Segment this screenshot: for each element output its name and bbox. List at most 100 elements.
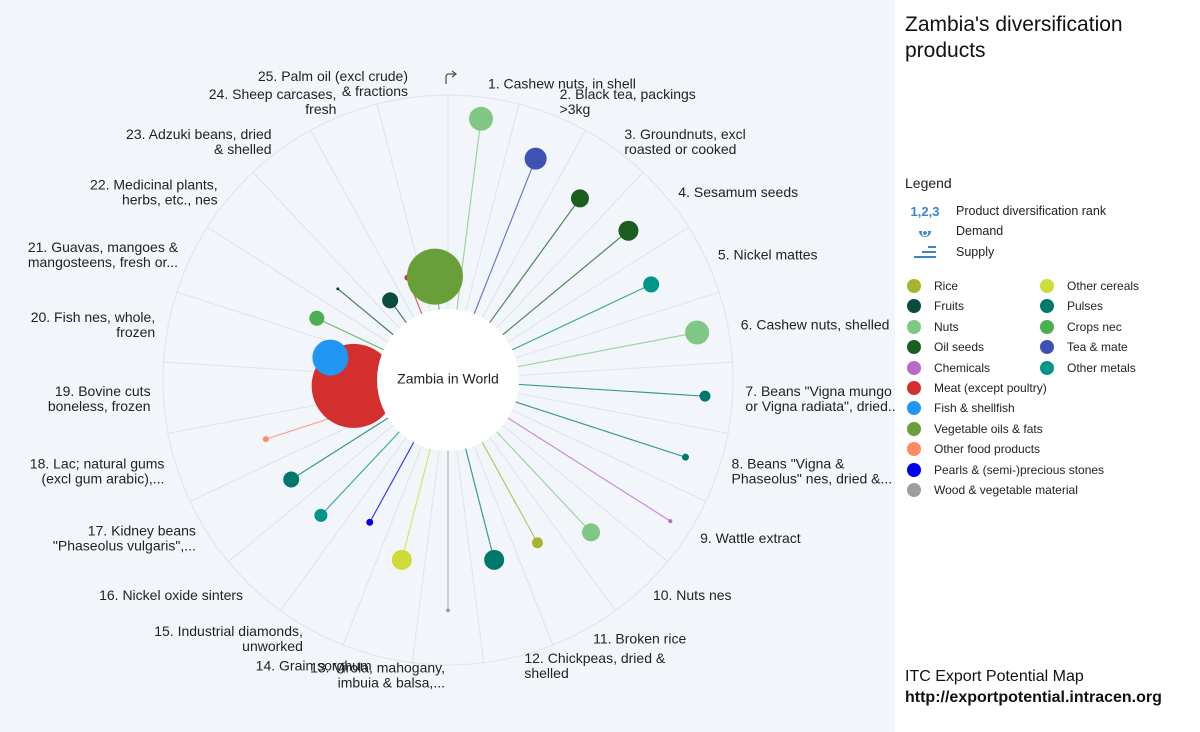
legend-swatch [907, 442, 921, 457]
legend-item: Oil seeds [907, 338, 984, 356]
product-bubble[interactable] [446, 608, 450, 613]
product-spoke [489, 198, 581, 323]
product-label: 6. Cashew nuts, shelled [741, 317, 890, 333]
product-bubble[interactable] [312, 339, 349, 376]
rank-glyph: 1,2,3 [910, 203, 940, 219]
product-label-line: "Phaseolus vulgaris",... [53, 538, 196, 554]
legend-item: Other metals [1040, 359, 1136, 377]
product-label: 5. Nickel mattes [718, 246, 818, 262]
product-label-line: 17. Kidney beans [88, 523, 196, 539]
product-label-line: 3. Groundnuts, excl [624, 126, 745, 142]
sector-divider [496, 171, 644, 329]
product-spoke [290, 417, 389, 481]
product-bubble[interactable] [685, 320, 710, 345]
product-label-line: 23. Adzuki beans, dried [126, 126, 272, 142]
product-bubble[interactable] [262, 436, 269, 443]
rotate-arrow-icon[interactable] [445, 70, 458, 84]
product-bubble[interactable] [309, 310, 325, 326]
legend-label: Other metals [1067, 360, 1136, 375]
product-bubble[interactable] [699, 390, 711, 402]
product-bubble[interactable] [484, 549, 505, 570]
product-spoke [316, 317, 385, 351]
legend-label: Rice [934, 279, 959, 293]
product-bubble[interactable] [582, 523, 601, 542]
product-label-line: unworked [242, 638, 303, 654]
product-bubble[interactable] [283, 471, 300, 488]
sector-divider [517, 392, 729, 434]
product-label-line: & shelled [214, 141, 272, 157]
product-bubble[interactable] [618, 220, 639, 241]
product-bubble[interactable] [382, 292, 399, 309]
product-bubble[interactable] [643, 276, 660, 293]
product-bubble[interactable] [681, 453, 689, 461]
product-label-line: 18. Lac; natural gums [30, 456, 165, 472]
product-spoke [465, 448, 495, 561]
product-label-line: & fractions [342, 83, 408, 99]
brand: ITC Export Potential Map http://exportpo… [905, 666, 1162, 708]
key-rank: 1,2,3 Product diversification rank [905, 201, 1107, 221]
legend-label: Meat (except poultry) [934, 381, 1047, 395]
sector-divider [515, 291, 720, 359]
product-label: 18. Lac; natural gums(excl gum arabic),.… [30, 456, 165, 487]
legend-swatch [1040, 319, 1054, 334]
brand-url[interactable]: http://exportpotential.intracen.org [905, 689, 1162, 706]
product-bubble[interactable] [524, 147, 547, 170]
key-rank-label: Product diversification rank [956, 204, 1107, 218]
legend-label: Tea & mate [1067, 340, 1128, 355]
legend-item: Vegetable oils & fats [907, 420, 1043, 438]
legend-swatch [1040, 360, 1054, 375]
sector-divider [518, 361, 733, 377]
product-label-line: 22. Medicinal plants, [90, 176, 218, 192]
key-demand: Demand [905, 221, 1003, 241]
sector-divider [473, 445, 554, 646]
legend-swatch [907, 421, 921, 436]
product-label: 12. Chickpeas, dried &shelled [524, 650, 666, 681]
product-label: 16. Nickel oxide sinters [99, 587, 243, 603]
product-bubble[interactable] [531, 537, 543, 549]
product-bubble[interactable] [469, 106, 494, 131]
product-label: 9. Wattle extract [700, 530, 801, 546]
key-supply: Supply [905, 242, 994, 262]
product-bubble[interactable] [391, 549, 412, 570]
product-bubble[interactable] [668, 519, 673, 524]
product-bubble[interactable] [336, 287, 340, 291]
legend-item: Wood & vegetable material [907, 481, 1078, 499]
legend-swatch [907, 299, 921, 314]
product-label-line: or Vigna radiata", dried... [745, 398, 895, 414]
legend-label: Vegetable oils & fats [934, 421, 1043, 436]
sector-divider [411, 450, 440, 663]
product-bubble[interactable] [570, 189, 589, 208]
product-label-line: 1. Cashew nuts, in shell [488, 75, 636, 91]
product-label-line: boneless, frozen [48, 398, 151, 414]
product-label: 22. Medicinal plants,herbs, etc., nes [90, 176, 218, 207]
product-label-line: (excl gum arabic),... [42, 471, 165, 487]
legend-item: Pearls & (semi-)precious stones [907, 461, 1104, 479]
product-label-line: 15. Industrial diamonds, [154, 623, 303, 639]
sector-divider [507, 226, 689, 343]
sector-divider [512, 409, 707, 502]
legend-swatch [907, 483, 921, 497]
product-label-line: 9. Wattle extract [700, 530, 801, 546]
product-label-line: 19. Bovine cuts [55, 383, 151, 399]
legend-swatch [1040, 340, 1054, 355]
product-bubble[interactable] [406, 248, 463, 305]
product-bubble[interactable] [366, 518, 374, 526]
product-spoke [369, 441, 415, 523]
key-demand-label: Demand [956, 224, 1004, 238]
product-label: 8. Beans "Vigna &Phaseolus" nes, dried &… [732, 456, 893, 487]
product-label-line: fresh [305, 101, 336, 117]
sector-divider [228, 424, 394, 563]
legend-item: Fruits [907, 297, 964, 315]
radial-grid [162, 94, 734, 666]
legend-title: Legend [905, 175, 952, 191]
product-label-line: frozen [116, 324, 155, 340]
sidebar: Zambia's diversification products Legend… [895, 0, 1200, 732]
legend-item: Other food products [907, 440, 1040, 458]
product-bubble[interactable] [314, 508, 328, 522]
legend-item: Rice [907, 277, 958, 295]
legend-label: Crops nec [1067, 319, 1122, 334]
legend-swatch [1040, 299, 1054, 314]
product-label-line: herbs, etc., nes [122, 191, 218, 207]
